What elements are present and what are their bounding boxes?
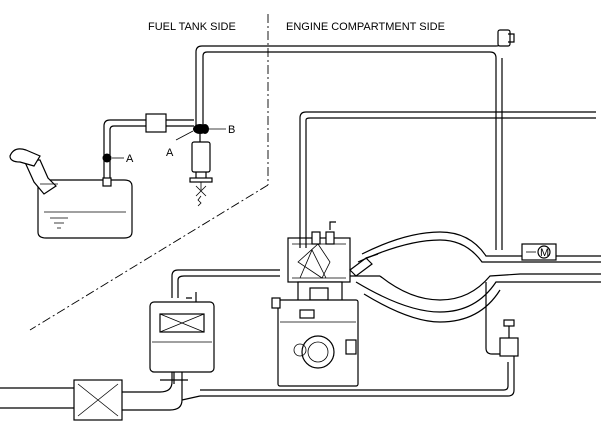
label-a-left: A (126, 153, 134, 165)
engine-compartment-outline (299, 111, 596, 248)
charcoal-filter (189, 134, 213, 207)
vapor-line-top (195, 34, 503, 250)
label-b: B (228, 124, 235, 136)
fuel-filler-neck (9, 148, 58, 195)
pump-m-label: M (540, 247, 549, 259)
purge-line (171, 269, 380, 298)
tank-vent-line (102, 113, 194, 187)
fuel-pump-module (521, 243, 557, 261)
side-divider-line (29, 14, 269, 331)
label-a-right: A (166, 147, 174, 159)
main-fuel-lines (355, 231, 601, 323)
top-right-fitting (497, 29, 515, 47)
air-box (0, 372, 201, 421)
check-point-a-left (102, 153, 112, 163)
right-drop-line (200, 282, 519, 397)
evap-canister (149, 292, 215, 384)
engine (271, 221, 359, 387)
fuel-tank-side-label: FUEL TANK SIDE (148, 21, 236, 33)
engine-compartment-side-label: ENGINE COMPARTMENT SIDE (286, 21, 445, 33)
fuel-injector (349, 253, 379, 277)
connection-points (175, 124, 226, 141)
